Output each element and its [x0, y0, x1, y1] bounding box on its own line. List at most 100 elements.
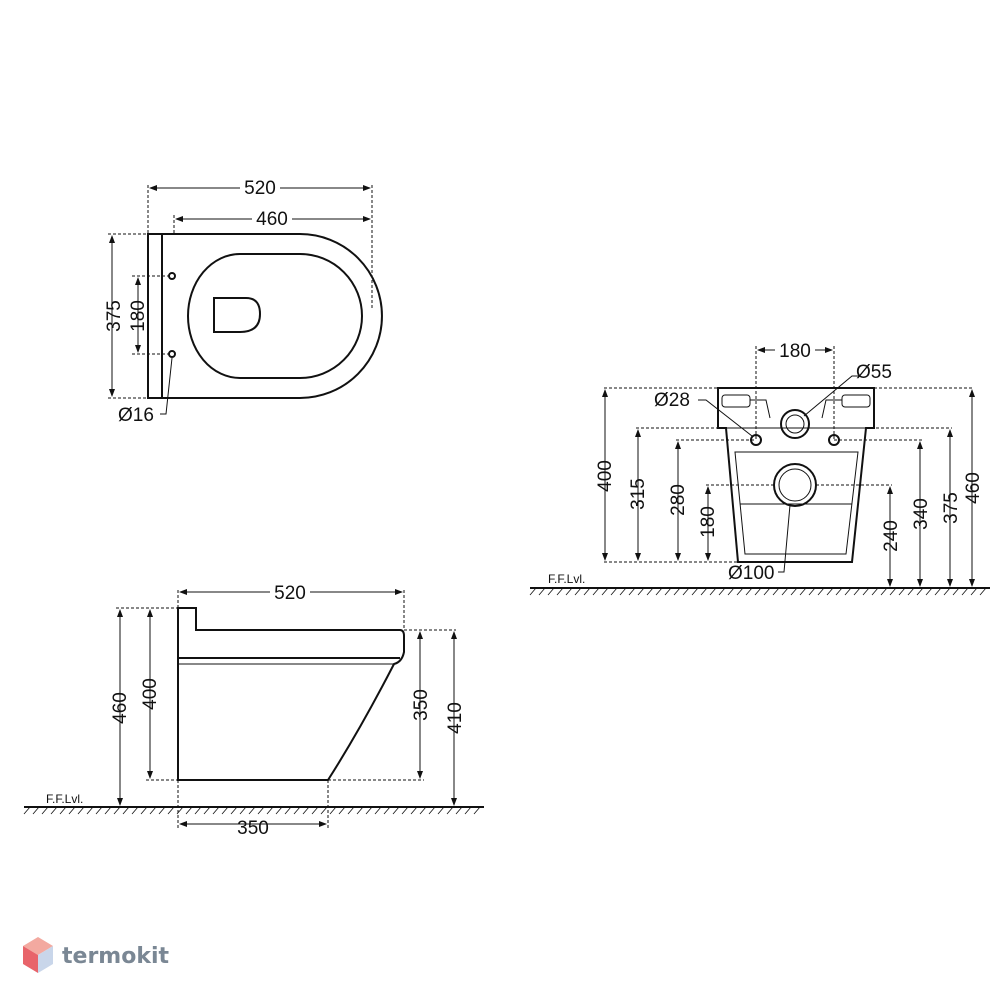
hatch-line — [356, 806, 364, 815]
hatch-line — [556, 587, 564, 596]
back-right-dim-2: 340 — [911, 498, 932, 530]
hatch-line — [538, 587, 546, 596]
back-right-dim-4: 460 — [963, 472, 984, 504]
hatch-line — [574, 587, 582, 596]
hatch-line — [275, 806, 283, 815]
top-hole-spacing-label: 180 — [128, 300, 149, 332]
hatch-line — [889, 587, 897, 596]
hatch-line — [682, 587, 690, 596]
hatch-line — [709, 587, 717, 596]
hatch-line — [41, 806, 49, 815]
hatch-line — [898, 587, 906, 596]
hatch-line — [284, 806, 292, 815]
cube-logo-icon — [23, 937, 53, 973]
side-height-total-label: 460 — [110, 692, 131, 724]
hatch-line — [916, 587, 924, 596]
hatch-line — [86, 806, 94, 815]
top-view: 520 520 460 375 180 Ø16 — [104, 178, 383, 426]
back-inlet-diameter-label: Ø55 — [856, 362, 892, 383]
hatch-line — [464, 806, 472, 815]
hatch-line — [293, 806, 301, 815]
hatch-line — [329, 806, 337, 815]
hatch-line — [673, 587, 681, 596]
hatch-line — [601, 587, 609, 596]
back-left-dim-1: 400 — [595, 460, 616, 492]
hatch-line — [781, 587, 789, 596]
back-floor-label: F.F.Lvl. — [548, 572, 585, 586]
back-inlet — [780, 409, 810, 439]
watermark: termokit — [23, 937, 169, 973]
back-outlet — [773, 463, 817, 507]
hatch-line — [230, 806, 238, 815]
side-floor-hatch — [23, 806, 481, 815]
hatch-line — [799, 587, 807, 596]
hatch-line — [473, 806, 481, 815]
hatch-line — [113, 806, 121, 815]
hatch-line — [646, 587, 654, 596]
hatch-line — [59, 806, 67, 815]
side-height-front-label: 410 — [445, 702, 466, 734]
top-depth-label: 375 — [104, 300, 125, 332]
hatch-line — [844, 587, 852, 596]
back-right-dim-1: 240 — [881, 520, 902, 552]
hatch-line — [808, 587, 816, 596]
back-outlet-diameter-label: Ø100 — [728, 563, 774, 584]
top-view-bowl — [187, 253, 363, 379]
hatch-line — [122, 806, 130, 815]
top-hole-diameter-label: Ø16 — [118, 405, 154, 426]
hatch-line — [374, 806, 382, 815]
hatch-line — [167, 806, 175, 815]
side-view-outline — [177, 607, 405, 781]
hatch-line — [410, 806, 418, 815]
hatch-line — [925, 587, 933, 596]
hatch-line — [880, 587, 888, 596]
hatch-line — [248, 806, 256, 815]
top-width-inner-label: 460 — [256, 209, 288, 230]
hatch-line — [862, 587, 870, 596]
hatch-line — [853, 587, 861, 596]
hatch-line — [437, 806, 445, 815]
side-length-top-label: 520 — [274, 583, 306, 604]
hatch-line — [979, 587, 987, 596]
hatch-line — [428, 806, 436, 815]
hatch-line — [392, 806, 400, 815]
hatch-line — [95, 806, 103, 815]
side-floor-label: F.F.Lvl. — [46, 792, 83, 806]
back-left-dim-4: 180 — [698, 506, 719, 538]
brand-text: termokit — [62, 944, 169, 969]
back-left-dim-3: 280 — [668, 484, 689, 516]
top-view-outline — [147, 233, 383, 399]
back-bolt-diameter-label: Ø28 — [654, 390, 690, 411]
back-view-outline — [717, 387, 875, 563]
hatch-line — [383, 806, 391, 815]
top-width-overall-text: 520 — [244, 178, 276, 199]
hatch-line — [790, 587, 798, 596]
hatch-line — [592, 587, 600, 596]
hatch-line — [754, 587, 762, 596]
hatch-line — [943, 587, 951, 596]
hatch-line — [718, 587, 726, 596]
hatch-line — [772, 587, 780, 596]
side-height-back-label: 400 — [140, 678, 161, 710]
back-left-dim-2: 315 — [628, 478, 649, 510]
back-view: F.F.Lvl. 180 Ø55 Ø28 Ø100 — [529, 341, 990, 596]
hatch-line — [610, 587, 618, 596]
hatch-line — [871, 587, 879, 596]
side-height-front-inner-label: 350 — [411, 689, 432, 721]
hatch-line — [140, 806, 148, 815]
hatch-line — [655, 587, 663, 596]
hatch-line — [565, 587, 573, 596]
hatch-line — [419, 806, 427, 815]
hatch-line — [311, 806, 319, 815]
hatch-line — [266, 806, 274, 815]
hatch-line — [736, 587, 744, 596]
hatch-line — [401, 806, 409, 815]
hatch-line — [835, 587, 843, 596]
hatch-line — [547, 587, 555, 596]
hatch-line — [628, 587, 636, 596]
hatch-line — [700, 587, 708, 596]
hatch-line — [446, 806, 454, 815]
top-view-drain — [213, 297, 262, 333]
hatch-line — [32, 806, 40, 815]
